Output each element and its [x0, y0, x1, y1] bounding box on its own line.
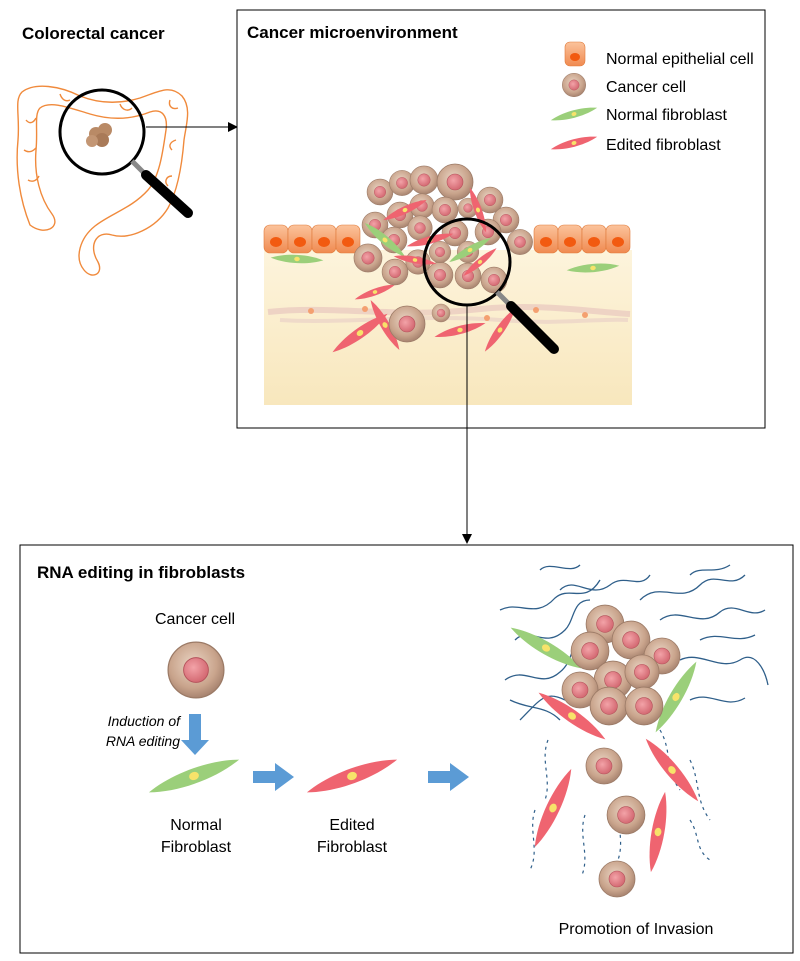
legend: Normal epithelial cell Cancer cell Norma…	[549, 41, 754, 154]
right-arrow-icon	[428, 763, 469, 791]
colon-panel: Colorectal cancer	[16, 24, 193, 276]
ecm-fibers	[499, 564, 769, 721]
colon-icon	[16, 85, 189, 276]
rna-editing-panel	[19, 544, 794, 954]
normal-fibroblast-label-line1: Normal	[170, 817, 222, 834]
cancer-cell-icon	[562, 73, 586, 97]
tissue-section	[263, 163, 632, 405]
edited-fibroblast-icon	[304, 752, 400, 800]
legend-label-cancer: Cancer cell	[606, 79, 686, 96]
epithelial-row-right	[533, 224, 631, 254]
cancer-cell-label: Cancer cell	[155, 611, 235, 628]
colon-panel-title: Colorectal cancer	[22, 24, 165, 43]
edited-fibroblast-label-line1: Edited	[329, 817, 374, 834]
invasion-illustration: Promotion of Invasion	[499, 564, 769, 938]
normal-fibroblast-label-line2: Fibroblast	[161, 839, 232, 856]
induction-label-line2: RNA editing	[106, 733, 180, 749]
legend-label-epithelial: Normal epithelial cell	[606, 51, 754, 68]
legend-label-normal-fibroblast: Normal fibroblast	[606, 107, 727, 124]
legend-label-edited-fibroblast: Edited fibroblast	[606, 137, 721, 154]
cancer-cell-icon	[167, 641, 225, 699]
down-arrow-icon	[181, 714, 209, 755]
normal-fibroblast-icon	[146, 752, 242, 800]
right-arrow-icon	[253, 763, 294, 791]
edited-fibroblast-label-line2: Fibroblast	[317, 839, 388, 856]
magnifier-icon	[58, 88, 193, 218]
induction-label-line1: Induction of	[108, 713, 182, 729]
epithelial-cell-icon	[564, 41, 586, 67]
epithelial-row-left	[263, 224, 361, 254]
microenvironment-panel-title: Cancer microenvironment	[247, 23, 458, 42]
tumor-icon	[86, 123, 112, 147]
rna-editing-panel-title: RNA editing in fibroblasts	[37, 563, 245, 582]
invasion-label: Promotion of Invasion	[559, 921, 714, 938]
